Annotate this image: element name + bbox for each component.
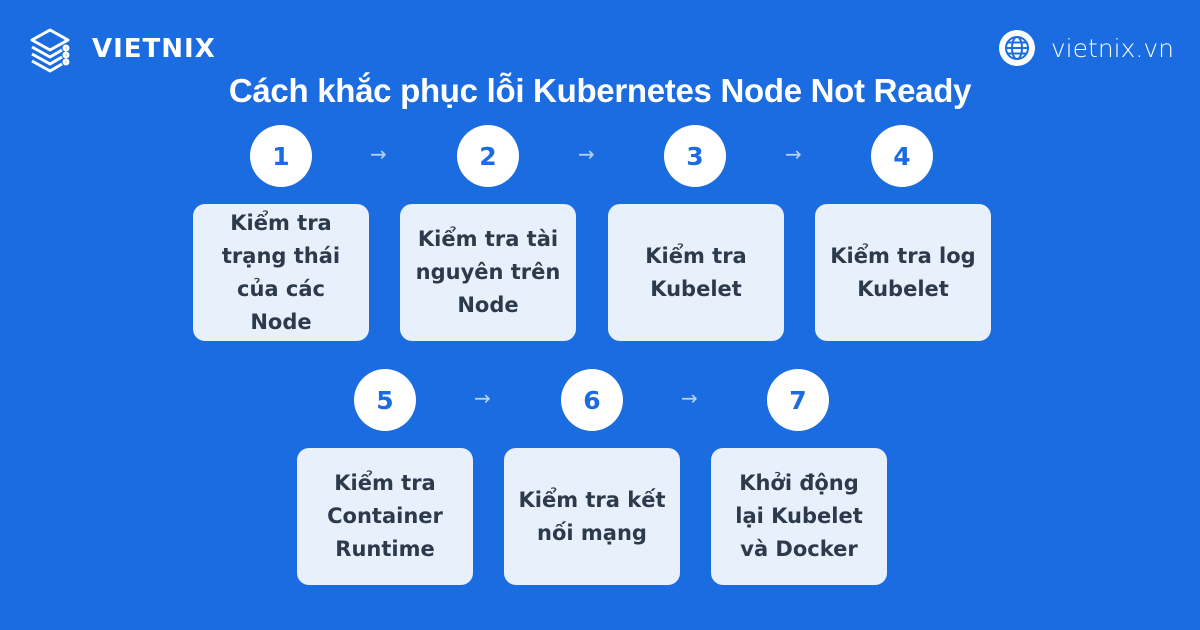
step-card-5: Kiểm tra Container Runtime [297, 448, 473, 585]
step-card-7: Khởi động lại Kubelet và Docker [711, 448, 887, 585]
step-card-2: Kiểm tra tài nguyên trên Node [400, 204, 576, 341]
step-label: Kiểm tra log Kubelet [830, 243, 976, 301]
step-label: Khởi động lại Kubelet và Docker [735, 471, 863, 561]
step-number-1: 1 [250, 125, 312, 187]
step-card-1: Kiểm tra trạng thái của các Node [193, 204, 369, 341]
step-number-7: 7 [767, 369, 829, 431]
website-link[interactable]: vietnix.vn [998, 30, 1174, 66]
step-card-4: Kiểm tra log Kubelet [815, 204, 991, 341]
step-label: Kiểm tra tài nguyên trên Node [415, 227, 561, 317]
server-stack-icon [30, 28, 70, 73]
step-card-3: Kiểm tra Kubelet [608, 204, 784, 341]
step-number-4: 4 [871, 125, 933, 187]
arrow-right-icon: → [474, 386, 491, 410]
step-number-3: 3 [664, 125, 726, 187]
step-label: Kiểm tra kết nối mạng [518, 487, 666, 545]
step-label: Kiểm tra Container Runtime [327, 471, 443, 561]
step-number-2: 2 [457, 125, 519, 187]
step-card-6: Kiểm tra kết nối mạng [504, 448, 680, 585]
step-label: Kiểm tra Kubelet [645, 243, 747, 301]
brand-name: VIETNIX [92, 34, 216, 64]
website-url: vietnix.vn [1050, 33, 1174, 63]
arrow-right-icon: → [578, 142, 595, 166]
step-label: Kiểm tra trạng thái của các Node [221, 210, 341, 334]
arrow-right-icon: → [681, 386, 698, 410]
arrow-right-icon: → [370, 142, 387, 166]
page-title: Cách khắc phục lỗi Kubernetes Node Not R… [228, 72, 972, 109]
brand-logo: VIETNIX [28, 24, 216, 74]
step-number-6: 6 [561, 369, 623, 431]
step-number-5: 5 [354, 369, 416, 431]
arrow-right-icon: → [785, 142, 802, 166]
globe-icon [998, 30, 1035, 66]
